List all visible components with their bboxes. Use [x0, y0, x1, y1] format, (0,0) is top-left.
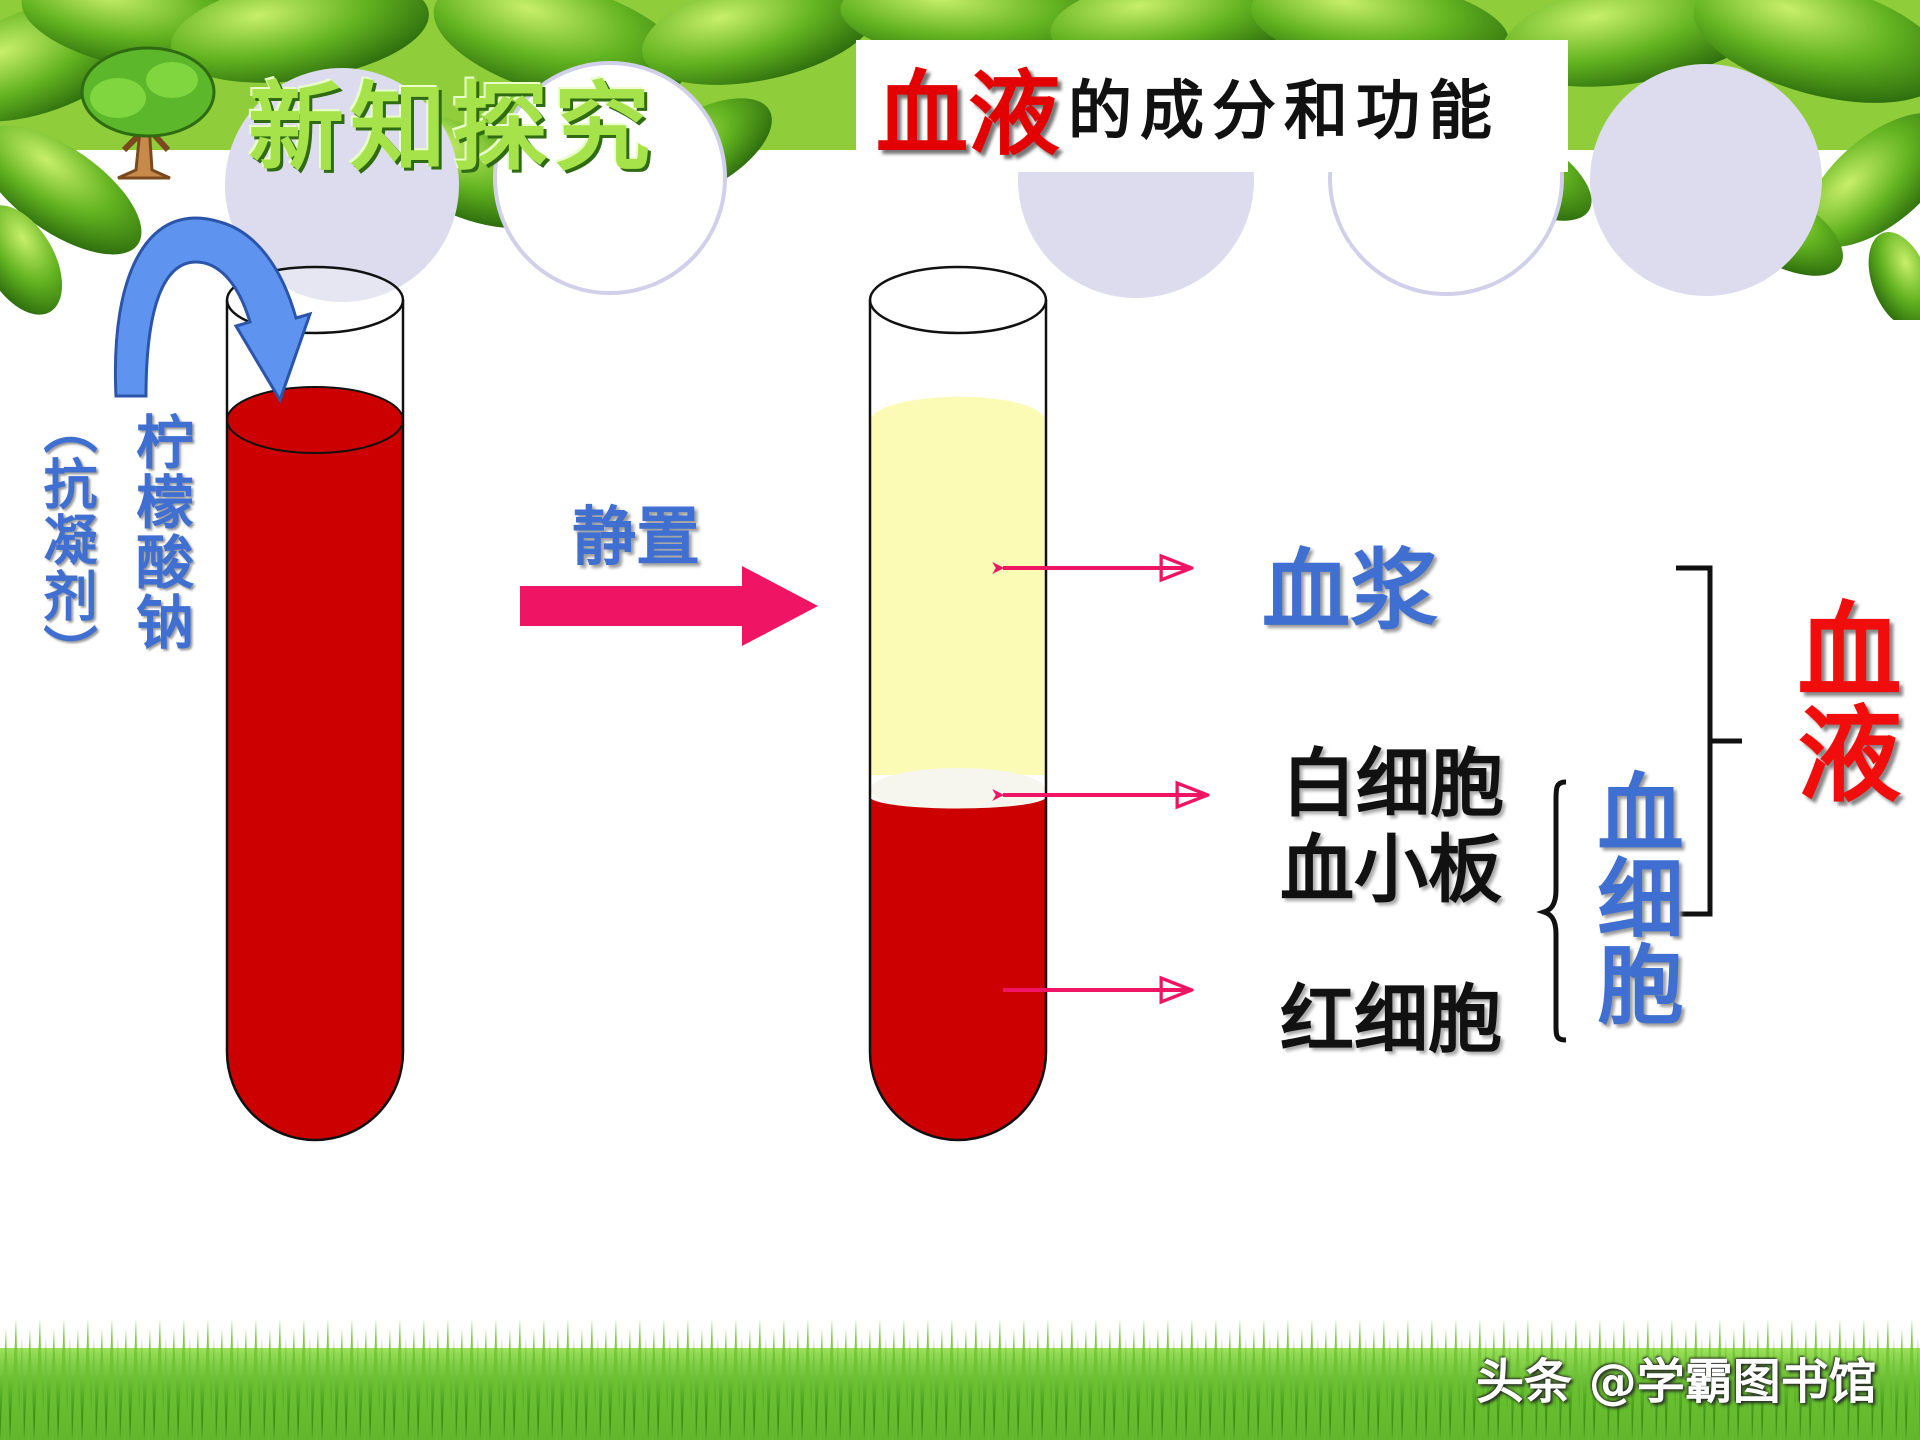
right-tube-outline [868, 300, 1048, 1142]
right-tube-rim [868, 265, 1048, 335]
pointer-arrows [1003, 568, 1206, 990]
left-test-tube [225, 265, 405, 1142]
title-rest: 的成分和功能 [1068, 74, 1501, 149]
slide-title: 血液 的成分和功能 [856, 40, 1568, 172]
blood-bracket [1676, 565, 1742, 917]
whole-blood-surface [226, 386, 404, 454]
right-test-tube [868, 265, 1048, 1142]
platelets-label: 血小板 [1280, 827, 1502, 913]
plasma-layer [870, 396, 1046, 775]
process-step-label: 静置 [572, 501, 700, 575]
reagent-note: （抗凝剂） [34, 400, 97, 680]
whole-blood-fill [227, 420, 403, 1140]
tree-icon [80, 46, 216, 180]
plasma-label: 血浆 [1262, 539, 1439, 642]
reagent-label: 柠檬酸钠 [126, 412, 194, 652]
section-badge: 新知探究 [248, 72, 656, 184]
red-cell-layer [870, 798, 1046, 1140]
brackets [1536, 565, 1742, 1043]
right-arrow-icon [520, 566, 818, 646]
red-cells-label: 红细胞 [1280, 977, 1502, 1063]
white-cells-label: 白细胞 [1282, 741, 1504, 827]
left-tube-outline [225, 300, 405, 1142]
blood-cells-label: 血细胞 [1582, 768, 1682, 1026]
curved-arrow-icon [113, 216, 313, 404]
watermark: 头条 @学霸图书馆 [1476, 1354, 1877, 1410]
title-accent: 血液 [876, 60, 1061, 168]
blood-cells-brace [1536, 779, 1567, 1043]
grass-strip [0, 1318, 1920, 1440]
blood-label: 血液 [1779, 596, 1901, 804]
leaf-banner [0, 0, 1920, 320]
